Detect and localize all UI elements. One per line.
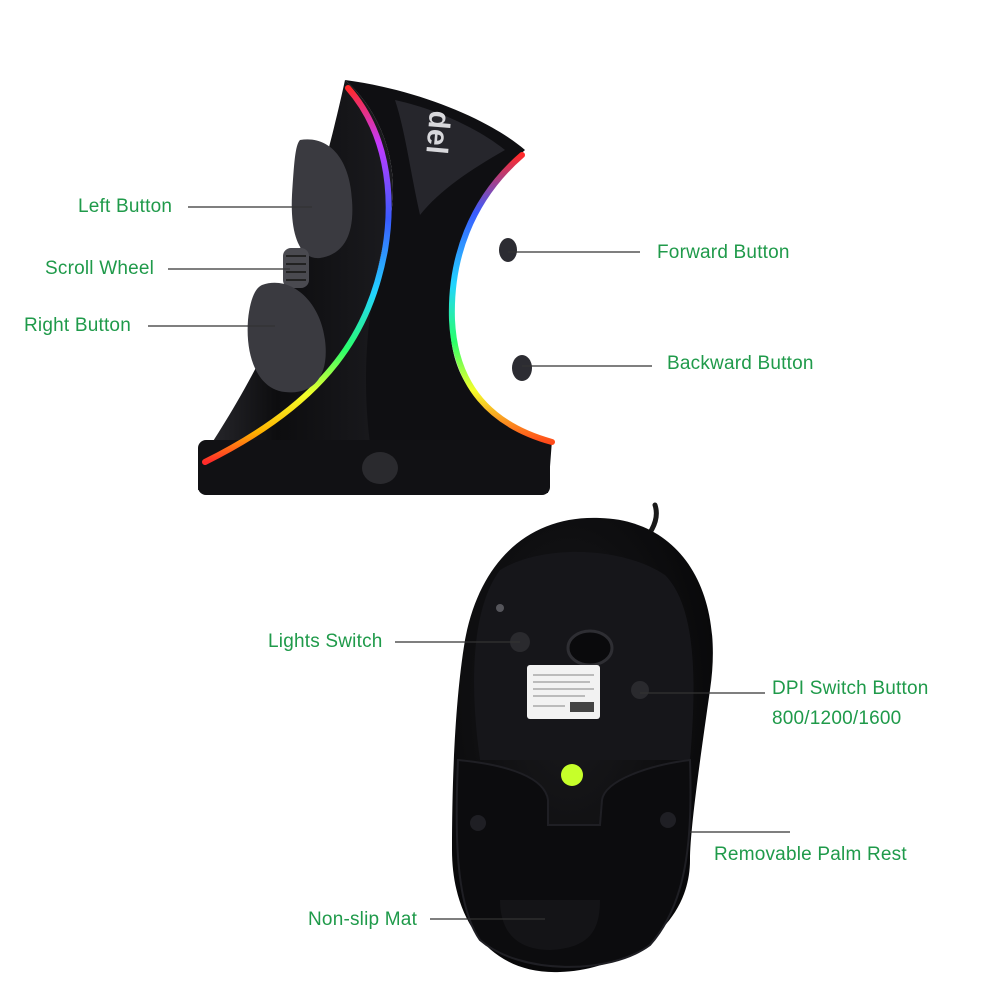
label-scroll-wheel: Scroll Wheel xyxy=(45,258,155,279)
mouse-underside-view xyxy=(452,502,713,973)
non-slip-mat-shape xyxy=(500,900,600,950)
vertical-mouse-side-view: del xyxy=(198,80,555,495)
label-dpi-switch: DPI Switch Button 800/1200/1600 xyxy=(772,677,929,731)
label-non-slip-mat: Non-slip Mat xyxy=(308,909,418,930)
label-palm-rest: Removable Palm Rest xyxy=(714,844,907,865)
label-left-button: Left Button xyxy=(78,196,173,217)
backward-button-shape xyxy=(512,355,532,381)
forward-button-shape xyxy=(499,238,517,262)
right-button-shape xyxy=(247,282,326,393)
dpi-switch-shape xyxy=(631,681,649,699)
foot-pad xyxy=(561,764,583,786)
label-backward-button: Backward Button xyxy=(667,353,814,374)
label-dpi-switch-title: DPI Switch Button xyxy=(772,678,929,699)
left-button-shape xyxy=(291,139,353,259)
label-right-button: Right Button xyxy=(24,315,131,336)
scroll-wheel-shape xyxy=(283,248,309,288)
brand-logo: del xyxy=(419,109,456,155)
leader-lines xyxy=(148,206,790,920)
label-forward-button: Forward Button xyxy=(657,242,790,263)
label-dpi-values: 800/1200/1600 xyxy=(772,708,902,729)
label-lights-switch: Lights Switch xyxy=(268,631,383,652)
base-knob xyxy=(362,452,398,484)
optical-sensor xyxy=(566,629,614,667)
